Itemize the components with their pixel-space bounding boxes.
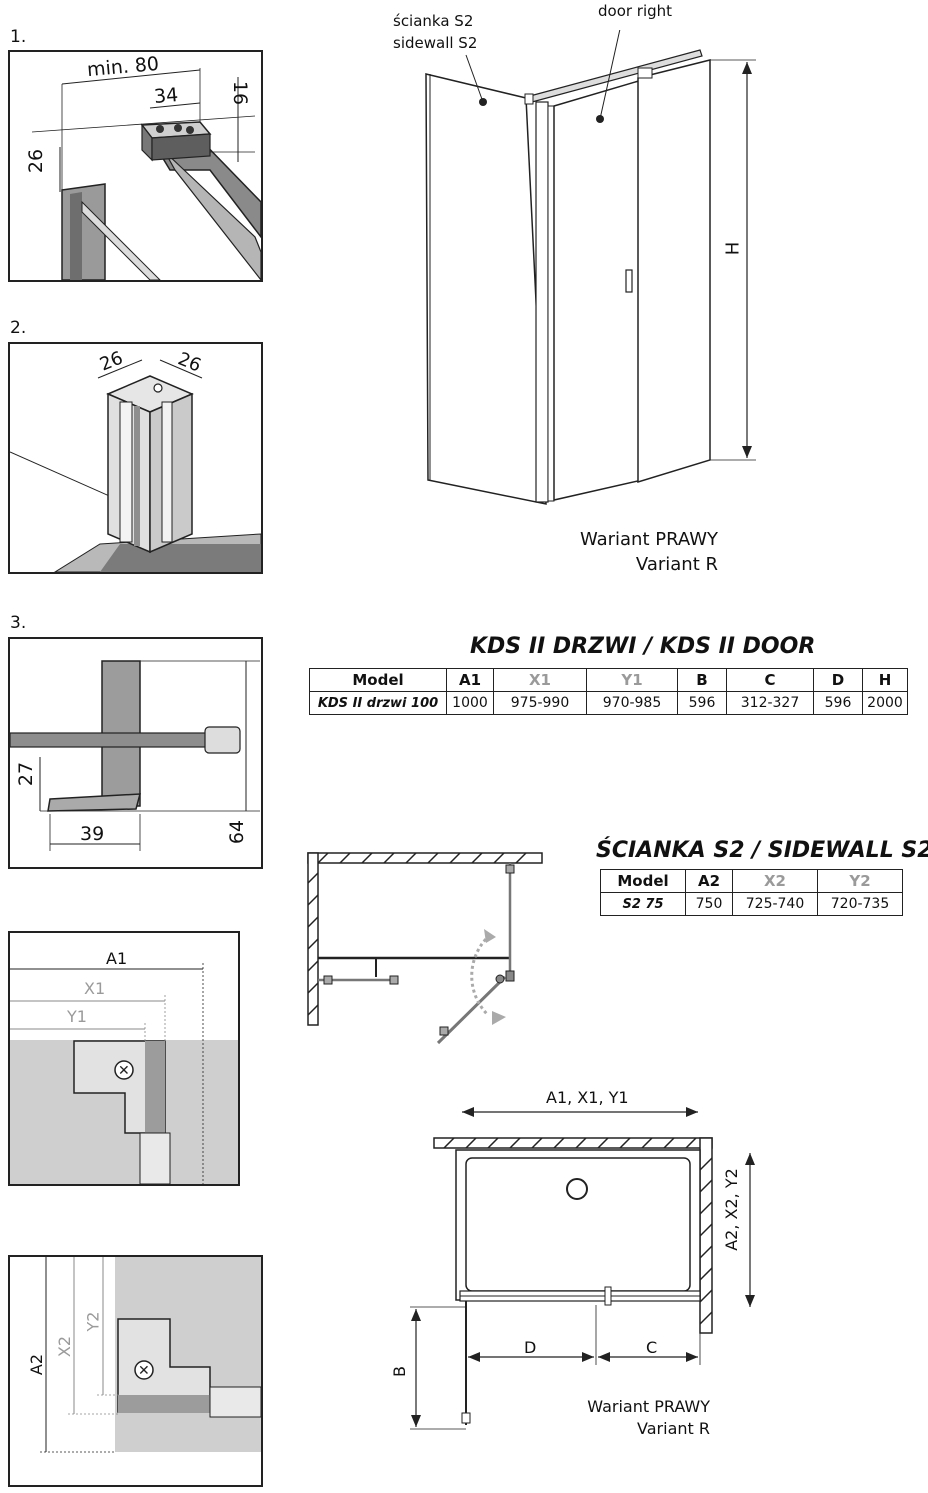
table-row: S2 75 750 725-740 720-735	[600, 892, 903, 916]
door-table-title: KDS II DRZWI / KDS II DOOR	[470, 634, 816, 659]
door-table-header-row: Model A1 X1 Y1 B C D H	[309, 668, 908, 692]
plan-variant-pl: Wariant PRAWY	[587, 1397, 710, 1416]
plan-d-label: D	[524, 1338, 537, 1357]
label-x2: X2	[55, 1335, 75, 1358]
sidewall-col-a2: A2	[685, 869, 733, 893]
detail-1-drawing	[31, 68, 261, 280]
sidewall-col-y2: Y2	[817, 869, 903, 893]
detail-panel-1: min. 80 34 16 26	[8, 50, 263, 282]
detail-panel-5: ✕ A2 X2 Y2	[8, 1255, 263, 1487]
dim-39: 39	[80, 823, 105, 845]
door-cell-c: 312-327	[726, 691, 814, 715]
door-spec-table: Model A1 X1 Y1 B C D H KDS II drzwi 100 …	[309, 668, 908, 715]
door-cell-h: 2000	[862, 691, 908, 715]
label-y1: Y1	[67, 1007, 87, 1026]
door-cell-d: 596	[813, 691, 863, 715]
detail-5-drawing: ✕	[40, 1257, 261, 1453]
plan-variant-en: Variant R	[637, 1419, 710, 1438]
door-swing-diagram	[307, 852, 543, 1045]
door-cell-b: 596	[677, 691, 727, 715]
detail-2-drawing	[10, 359, 261, 572]
door-cell-x1: 975-990	[493, 691, 587, 715]
label-x1: X1	[84, 979, 106, 998]
height-label: H	[722, 241, 744, 256]
step-1-label: 1.	[10, 27, 27, 47]
door-right-label: door right	[598, 2, 673, 20]
door-col-y1: Y1	[586, 668, 678, 692]
plan-top-dim-label: A1, X1, Y1	[546, 1088, 629, 1107]
detail-4-drawing: ✕	[10, 963, 238, 1184]
sidewall-label-pl: ścianka S2	[393, 12, 474, 30]
sidewall-cell-model: S2 75	[600, 892, 686, 916]
door-cell-a1: 1000	[446, 691, 494, 715]
dim-27: 27	[15, 761, 38, 787]
step-3-label: 3.	[10, 613, 27, 633]
door-col-c: C	[726, 668, 814, 692]
door-col-d: D	[813, 668, 863, 692]
plan-c-label: C	[646, 1338, 658, 1357]
sidewall-table-title: ŚCIANKA S2 / SIDEWALL S2	[596, 838, 928, 863]
table-row: KDS II drzwi 100 1000 975-990 970-985 59…	[309, 691, 908, 715]
sidewall-spec-table: Model A2 X2 Y2 S2 75 750 725-740 720-735	[600, 869, 903, 916]
svg-text:✕: ✕	[138, 1363, 150, 1379]
sidewall-cell-a2: 750	[685, 892, 733, 916]
dim-26: 26	[25, 148, 48, 174]
door-col-a1: A1	[446, 668, 494, 692]
dim-16: 16	[229, 80, 252, 106]
perspective-variant-en: Variant R	[635, 554, 718, 575]
door-col-h: H	[862, 668, 908, 692]
detail-panel-4: ✕ A1 X1 Y1	[8, 931, 240, 1186]
detail-panel-3: 27 39 64	[8, 637, 263, 869]
plan-b-label: B	[389, 1366, 409, 1377]
sidewall-cell-y2: 720-735	[817, 892, 903, 916]
sidewall-col-model: Model	[600, 869, 686, 893]
sidewall-label-en: sidewall S2	[393, 34, 478, 52]
sidewall-col-x2: X2	[732, 869, 818, 893]
enclosure-plan-view	[410, 1107, 755, 1430]
door-col-model: Model	[309, 668, 447, 692]
door-col-x1: X1	[493, 668, 587, 692]
perspective-variant-pl: Wariant PRAWY	[579, 529, 718, 550]
plan-side-dim-label: A2, X2, Y2	[721, 1168, 741, 1251]
label-a2: A2	[27, 1353, 47, 1376]
detail-3-drawing	[10, 660, 260, 851]
dim-34: 34	[153, 83, 180, 109]
label-y2: Y2	[83, 1311, 103, 1332]
detail-panel-2: 26 26	[8, 342, 263, 574]
svg-text:✕: ✕	[118, 1063, 130, 1079]
label-a1: A1	[106, 949, 128, 968]
step-2-label: 2.	[10, 318, 27, 338]
enclosure-perspective-view	[425, 30, 756, 505]
door-cell-y1: 970-985	[586, 691, 678, 715]
sidewall-cell-x2: 725-740	[732, 892, 818, 916]
sidewall-table-header-row: Model A2 X2 Y2	[600, 869, 903, 893]
dim-64: 64	[226, 819, 249, 845]
door-cell-model: KDS II drzwi 100	[309, 691, 447, 715]
door-col-b: B	[677, 668, 727, 692]
